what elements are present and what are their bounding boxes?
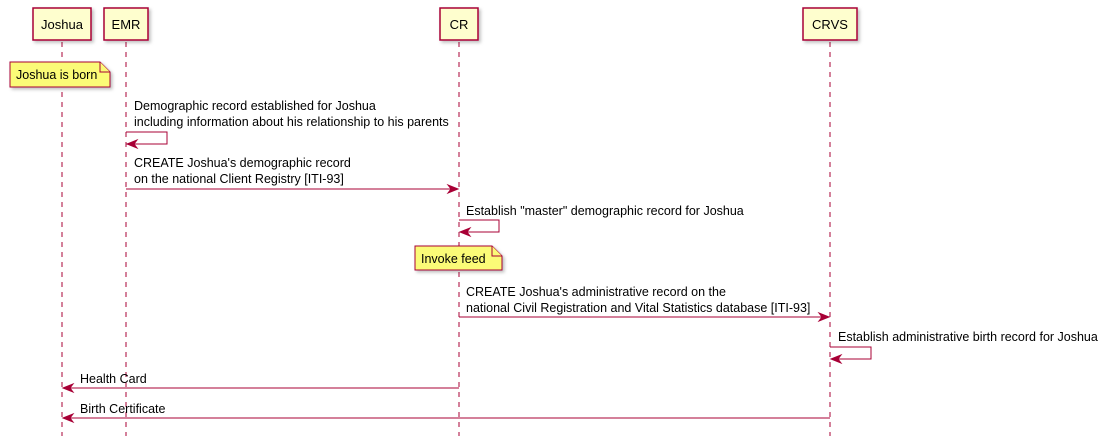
message-label-line: Demographic record established for Joshu… [134, 99, 376, 113]
participant-label: CRVS [812, 17, 848, 32]
message-label-line: on the national Client Registry [ITI-93] [134, 172, 344, 186]
message-label-line: CREATE Joshua's administrative record on… [466, 285, 726, 299]
message-emr-self-demographic: Demographic record established for Joshu… [125, 99, 449, 150]
message-label-line: national Civil Registration and Vital St… [466, 301, 810, 315]
participant-label: CR [450, 17, 469, 32]
message-crvs-to-joshua: Birth Certificate [61, 402, 830, 424]
note-joshua-born: Joshua is born [9, 61, 111, 88]
note-text: Joshua is born [16, 68, 97, 82]
message-label-line: Birth Certificate [80, 402, 165, 416]
message-cr-self-master: Establish "master" demographic record fo… [458, 204, 744, 238]
participant-crvs: CRVS [802, 7, 858, 41]
arrowhead [61, 412, 75, 424]
arrowhead [829, 353, 843, 365]
participant-label: Joshua [41, 17, 84, 32]
participant-emr: EMR [103, 7, 149, 41]
arrowhead [61, 382, 75, 394]
arrowhead [446, 183, 460, 195]
note-invoke-feed: Invoke feed [414, 245, 503, 271]
participant-label: EMR [112, 17, 141, 32]
arrowhead [125, 138, 139, 150]
message-crvs-self-birth-record: Establish administrative birth record fo… [829, 330, 1098, 365]
participant-cr: CR [439, 7, 479, 41]
note-text: Invoke feed [421, 252, 486, 266]
message-cr-to-crvs: CREATE Joshua's administrative record on… [459, 285, 831, 323]
message-label-line: Establish "master" demographic record fo… [466, 204, 744, 218]
message-cr-to-joshua: Health Card [61, 372, 459, 394]
arrowhead [817, 311, 831, 323]
participant-joshua: Joshua [32, 7, 92, 41]
message-emr-to-cr: CREATE Joshua's demographic record on th… [126, 156, 460, 195]
arrowhead [458, 226, 472, 238]
message-label-line: Health Card [80, 372, 147, 386]
message-label-line: including information about his relation… [134, 115, 449, 129]
message-label-line: CREATE Joshua's demographic record [134, 156, 351, 170]
message-label-line: Establish administrative birth record fo… [838, 330, 1098, 344]
